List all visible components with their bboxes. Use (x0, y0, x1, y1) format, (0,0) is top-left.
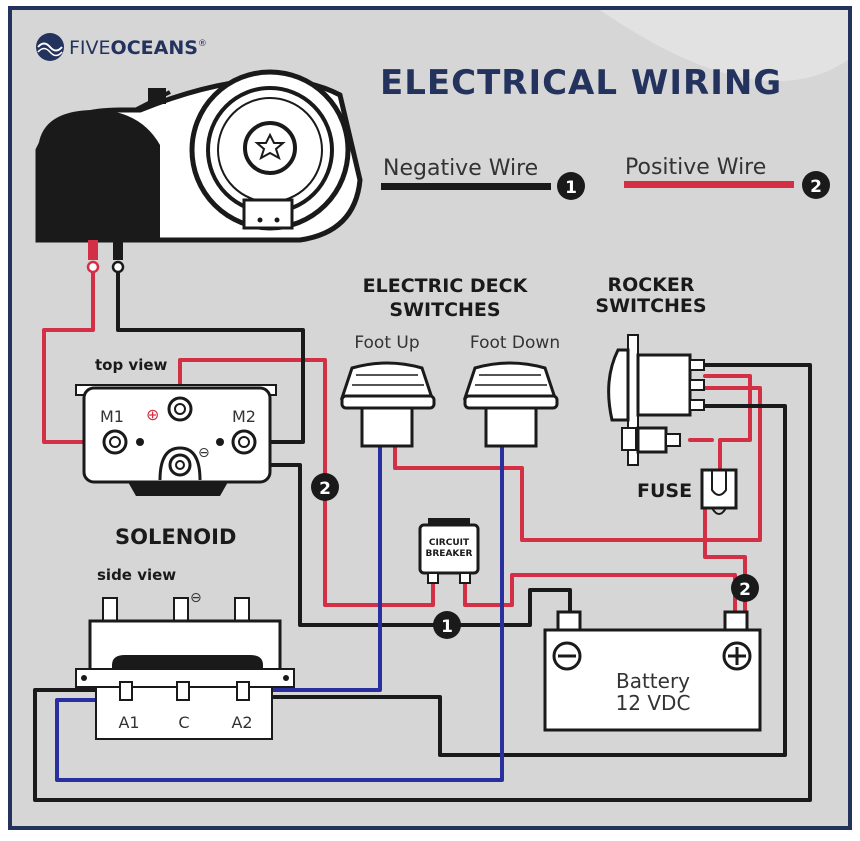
background-swoosh (600, 10, 848, 82)
legend-positive-swatch (624, 181, 794, 188)
side-view-label: side view (97, 566, 176, 584)
page-title: ELECTRICAL WIRING (380, 63, 782, 103)
fuse-label: FUSE (637, 480, 692, 502)
marker-positive-battery-text: 2 (739, 580, 751, 600)
side-minus-icon: ⊖ (190, 590, 202, 606)
terminal-c-label: C (178, 713, 189, 732)
legend-positive-label: Positive Wire (625, 155, 766, 180)
rocker-title-line1: ROCKER (607, 274, 694, 296)
brand-name-bold: OCEANS (111, 37, 198, 59)
winch-positive-lead (88, 240, 98, 260)
marker-negative-breaker (433, 611, 461, 639)
wire-winch-to-m1 (42, 266, 112, 444)
wire-solenoid-to-battery-neg (186, 463, 572, 627)
deck-switches-title-line2: SWITCHES (389, 299, 500, 321)
brand-name-light: FIVE (69, 37, 111, 59)
terminal-a2-label: A2 (231, 713, 252, 732)
wire-rocker-to-a2 (243, 404, 787, 757)
legend-negative-badge (557, 172, 585, 200)
solenoid-side-view: side view ⊖ A1 C A2 (75, 566, 295, 740)
wire-foot-up-to-a2 (243, 443, 382, 692)
m2-label: M2 (232, 407, 256, 426)
foot-down-label: Foot Down (470, 333, 560, 353)
circuit-breaker: CIRCUIT BREAKER (418, 518, 480, 584)
legend-positive-number: 2 (810, 177, 822, 197)
marker-positive-solenoid-text: 2 (319, 479, 331, 499)
foot-up-switch (339, 361, 436, 448)
brand-registered: ® (198, 39, 207, 49)
top-view-label: top view (95, 356, 168, 374)
legend-positive-badge (802, 171, 830, 199)
wire-rocker-to-fuse (703, 374, 752, 472)
breaker-label-line1: CIRCUIT (429, 538, 470, 548)
breaker-label-line2: BREAKER (426, 549, 473, 559)
wire-rocker-to-a1 (33, 363, 812, 802)
m1-label: M1 (100, 407, 124, 426)
solenoid-title: SOLENOID (115, 525, 236, 549)
battery: Battery 12 VDC (543, 610, 762, 732)
winch-negative-lead (113, 240, 123, 260)
legend-negative-swatch (381, 183, 551, 190)
brand-logo: FIVEOCEANS® (36, 33, 207, 61)
drum-star-icon (254, 132, 286, 161)
foot-down-switch (462, 361, 559, 448)
battery-label: Battery (616, 669, 690, 693)
wire-deck-to-rocker (393, 386, 762, 542)
fuse: FUSE (637, 468, 738, 515)
foot-up-label: Foot Up (354, 333, 419, 353)
marker-negative-breaker-text: 1 (441, 617, 453, 637)
wire-foot-down-to-a1 (55, 443, 504, 782)
svg-text:FIVEOCEANS®: FIVEOCEANS® (69, 37, 207, 59)
legend: Negative Wire 1 Positive Wire 2 (381, 155, 830, 200)
deck-switches: ELECTRIC DECK SWITCHES Foot Up Foot Down (339, 275, 560, 448)
marker-positive-solenoid (311, 473, 339, 501)
legend-negative-label: Negative Wire (383, 156, 538, 181)
marker-positive-battery (731, 574, 759, 602)
minus-terminal-icon: ⊖ (198, 445, 210, 461)
plus-terminal-icon: ⊕ (146, 405, 159, 424)
wire-winch-to-m2 (116, 266, 305, 444)
rocker-title-line2: SWITCHES (595, 295, 706, 317)
terminal-a1-label: A1 (118, 713, 139, 732)
rocker-switches: ROCKER SWITCHES (595, 274, 707, 466)
windlass-winch (35, 69, 363, 274)
legend-negative-number: 1 (565, 178, 577, 198)
wire-markers: 2 1 2 (311, 473, 759, 639)
battery-voltage: 12 VDC (616, 691, 691, 715)
solenoid-top-view: top view M1 M2 ⊕ ⊖ (75, 356, 277, 496)
deck-switches-title-line1: ELECTRIC DECK (363, 275, 529, 297)
